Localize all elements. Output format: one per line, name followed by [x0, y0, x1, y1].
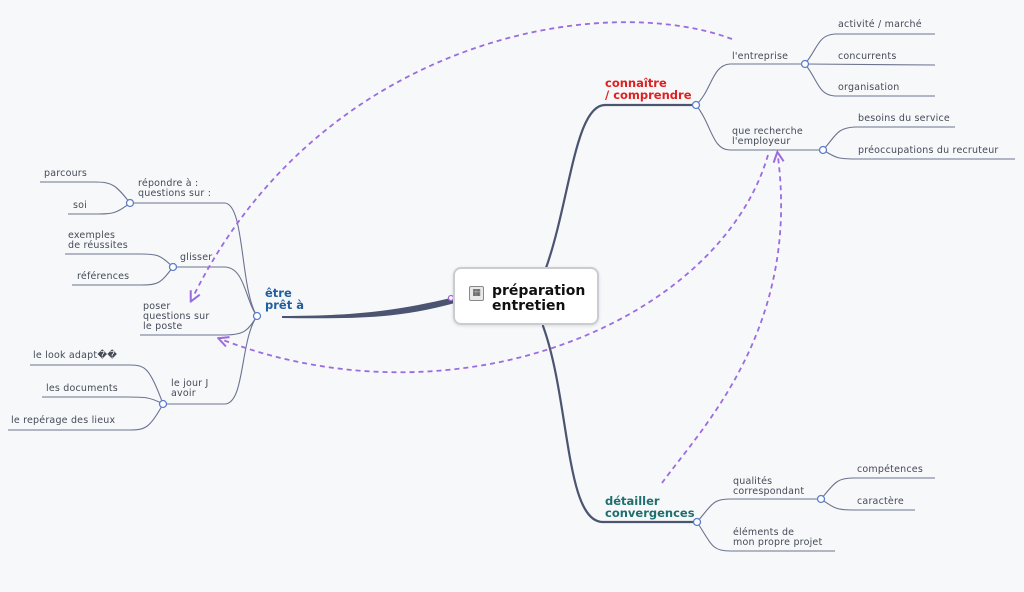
topic-exemples[interactable]: exemples de réussites [68, 230, 128, 251]
central-label: préparation entretien [492, 283, 586, 314]
topic-activite[interactable]: activité / marché [838, 19, 922, 30]
topic-concurrents[interactable]: concurrents [838, 51, 897, 62]
connector-nodes [125, 59, 828, 527]
branch-connaitre[interactable]: connaître / comprendre [605, 76, 692, 102]
node-jourj [158, 399, 168, 409]
topic-look[interactable]: le look adapt�� [33, 350, 118, 361]
branch-line-detailler [541, 324, 699, 524]
topic-repondre[interactable]: répondre à : questions sur : [138, 178, 212, 199]
node-connaitre [691, 100, 701, 110]
central-node[interactable]: ▦ préparation entretien [453, 267, 599, 325]
node-detailler [692, 517, 702, 527]
topic-besoins[interactable]: besoins du service [858, 113, 950, 124]
topic-elements[interactable]: éléments de mon propre projet [733, 527, 823, 548]
topic-soi[interactable]: soi [73, 200, 88, 211]
branch-line-etre [282, 297, 455, 319]
branch-etre[interactable]: être prêt à [265, 286, 304, 312]
branch-detailler[interactable]: détailler convergences [605, 494, 695, 520]
branch-line-connaitre [544, 103, 698, 270]
node-recherche [818, 145, 828, 155]
topic-references[interactable]: références [77, 271, 130, 282]
notes-icon: ▦ [469, 286, 484, 301]
node-repondre [125, 198, 135, 208]
topic-recherche[interactable]: que recherche l'employeur [732, 126, 803, 147]
arrow-recherche-poser [223, 154, 769, 374]
node-qualites [816, 494, 826, 504]
topic-jourj[interactable]: le jour J avoir [171, 378, 209, 399]
topic-preoccupations[interactable]: préoccupations du recruteur [858, 145, 999, 156]
topic-competences[interactable]: compétences [857, 464, 923, 475]
arrow-entreprise-glisser [193, 21, 733, 297]
topic-reperage[interactable]: le repérage des lieux [11, 415, 116, 426]
topic-entreprise[interactable]: l'entreprise [732, 51, 789, 62]
node-etre [252, 311, 262, 321]
topic-documents[interactable]: les documents [46, 383, 118, 394]
topic-caractere[interactable]: caractère [857, 496, 904, 507]
topic-glisser[interactable]: glisser [180, 252, 213, 263]
relationship-arrows [193, 21, 781, 484]
topic-organisation[interactable]: organisation [838, 82, 900, 93]
topic-qualites[interactable]: qualités correspondant [733, 476, 805, 497]
arrow-detailler-recherche [661, 157, 781, 484]
main-branches [282, 297, 455, 319]
topic-parcours[interactable]: parcours [44, 168, 88, 179]
node-glisser [168, 262, 178, 272]
node-entreprise [800, 59, 810, 69]
topic-poser[interactable]: poser questions sur le poste [143, 301, 210, 332]
